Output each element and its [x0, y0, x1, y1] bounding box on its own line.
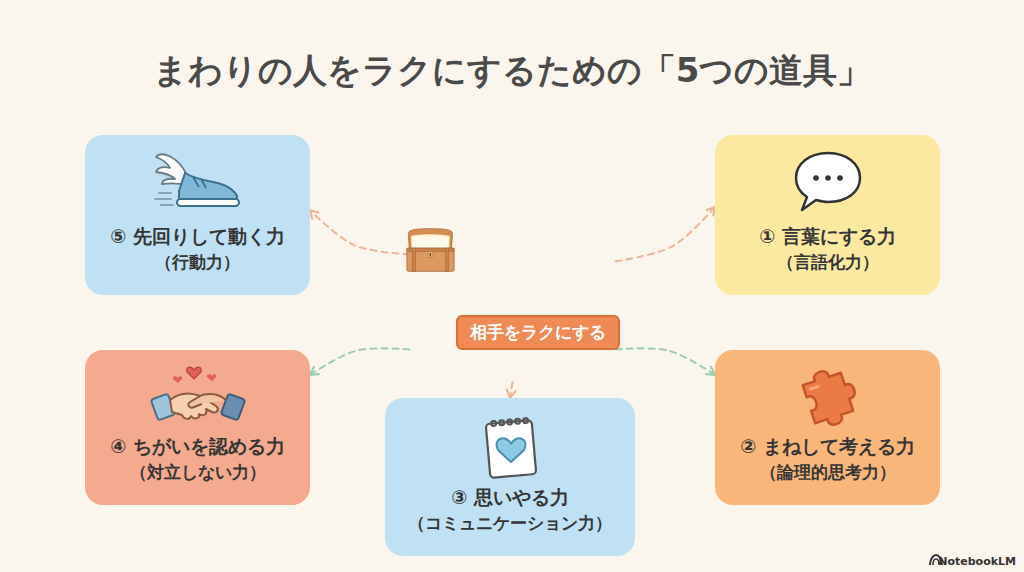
- tool-box: ① 言葉にする力（言語化力）: [715, 135, 940, 295]
- dashed-arrow: [310, 348, 409, 374]
- calendar-heart-icon: [470, 410, 550, 482]
- puzzle-piece-icon: [788, 362, 868, 434]
- treasure-chest: [405, 150, 456, 350]
- tool-name: ⑤ 先回りして動く力: [110, 223, 285, 251]
- dashed-arrow: [616, 207, 715, 261]
- dashed-arrow: [310, 210, 409, 254]
- tool-subtitle: （言語化力）: [777, 250, 879, 275]
- tool-name: ③ 思いやる力: [451, 484, 569, 512]
- tool-box: ④ ちがいを認める力（対立しない力）: [85, 350, 310, 505]
- tool-subtitle: （対立しない力）: [130, 460, 266, 485]
- dashed-arrow: [510, 382, 513, 398]
- tool-name: ① 言葉にする力: [759, 223, 896, 251]
- diagram-title: まわりの人をラクにするための「5つの道具」: [0, 48, 1024, 94]
- dashed-arrow: [616, 348, 715, 374]
- speech-bubble-icon: [786, 147, 870, 215]
- watermark: NotebookLM: [938, 555, 1016, 568]
- tool-box: ⑤ 先回りして動く力（行動力）: [85, 135, 310, 295]
- treasure-chest-node: 相手をラクにする: [405, 150, 620, 382]
- tool-subtitle: （論理的思考力）: [760, 460, 896, 485]
- tool-subtitle: （コミュニケーション力）: [408, 511, 612, 536]
- tool-box: ③ 思いやる力（コミュニケーション力）: [385, 398, 635, 556]
- handshake-icon: [150, 362, 246, 430]
- tool-box: ② まねして考える力（論理的思考力）: [715, 350, 940, 505]
- tool-subtitle: （行動力）: [155, 250, 240, 275]
- tool-name: ④ ちがいを認める力: [110, 433, 285, 461]
- winged-shoe-icon: [153, 147, 243, 215]
- chest-label: 相手をラクにする: [456, 315, 620, 350]
- tool-name: ② まねして考える力: [740, 433, 915, 461]
